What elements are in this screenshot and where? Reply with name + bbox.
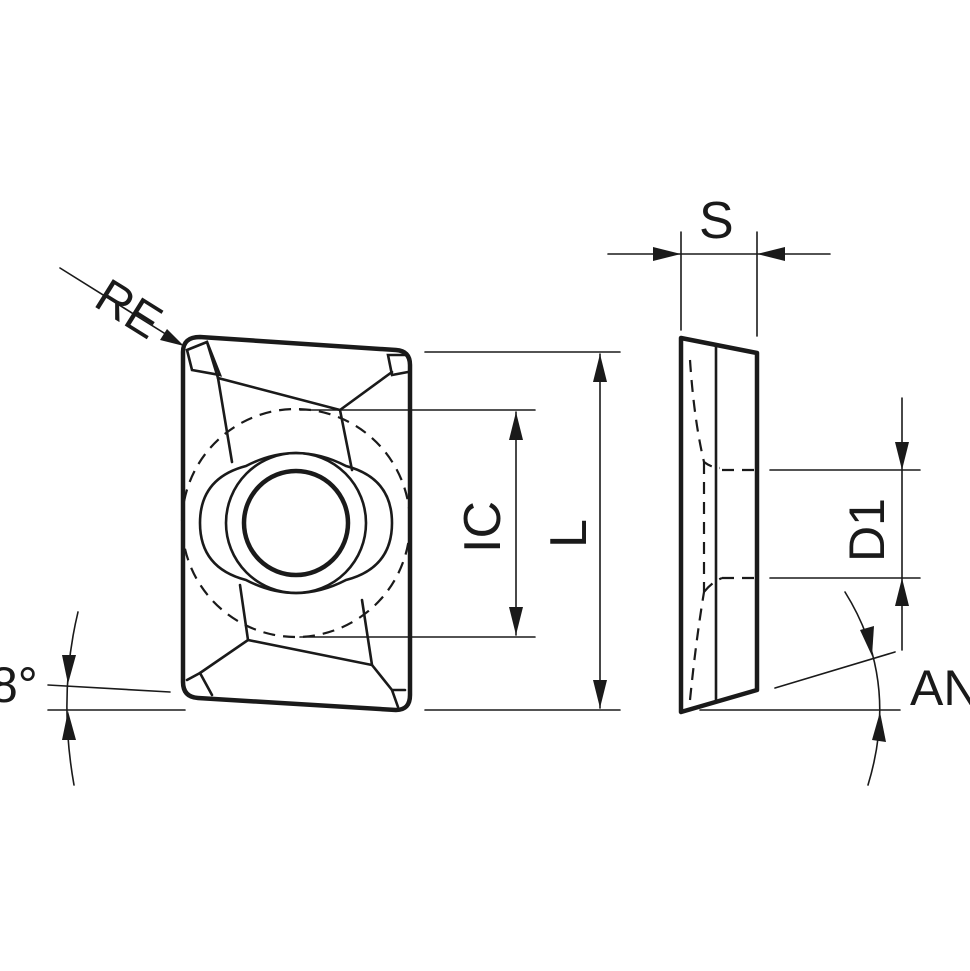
s-label: S [699,192,734,250]
d1-dimension: D1 [769,397,921,651]
ic-label: IC [454,501,512,553]
re-leader: RE [59,267,184,350]
l-label: L [540,519,598,548]
s-dimension: S [607,192,831,337]
re-label: RE [86,269,171,349]
angle-dimension: 8° [0,611,186,786]
ic-dimension: IC [299,409,536,638]
rake-facets [198,340,394,692]
l-dimension: L [424,351,621,711]
insert-front-view [180,334,413,713]
insert-side-view [678,335,760,715]
d1-label: D1 [839,498,895,562]
countersink-ring [224,451,368,595]
center-hole [241,468,351,578]
side-hole-hidden-line [688,359,723,701]
an-label: AN [910,660,970,716]
insert-outline [180,334,413,713]
side-outline [678,335,760,715]
countersink-contour [198,451,394,595]
inscribed-circle-dashed [180,407,412,639]
an-dimension: AN [699,591,970,786]
angle-label: 8° [0,657,38,713]
